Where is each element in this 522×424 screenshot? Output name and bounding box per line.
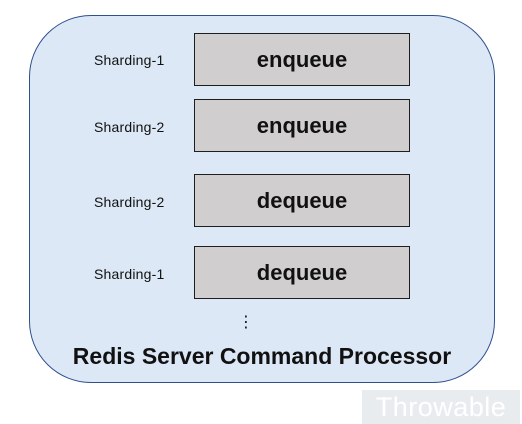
operation-box-row-1: enqueue — [194, 33, 410, 86]
more-commands-ellipsis: ⋮ — [238, 314, 254, 331]
shard-label-row-4: Sharding-1 — [94, 266, 165, 282]
operation-box-row-4: dequeue — [194, 246, 410, 299]
operation-box-row-2: enqueue — [194, 99, 410, 152]
operation-box-row-3: dequeue — [194, 174, 410, 227]
shard-label-row-1: Sharding-1 — [94, 52, 165, 68]
shard-label-row-3: Sharding-2 — [94, 194, 165, 210]
processor-caption: Redis Server Command Processor — [72, 343, 452, 369]
watermark: Throwable — [362, 390, 520, 424]
shard-label-row-2: Sharding-2 — [94, 119, 165, 135]
